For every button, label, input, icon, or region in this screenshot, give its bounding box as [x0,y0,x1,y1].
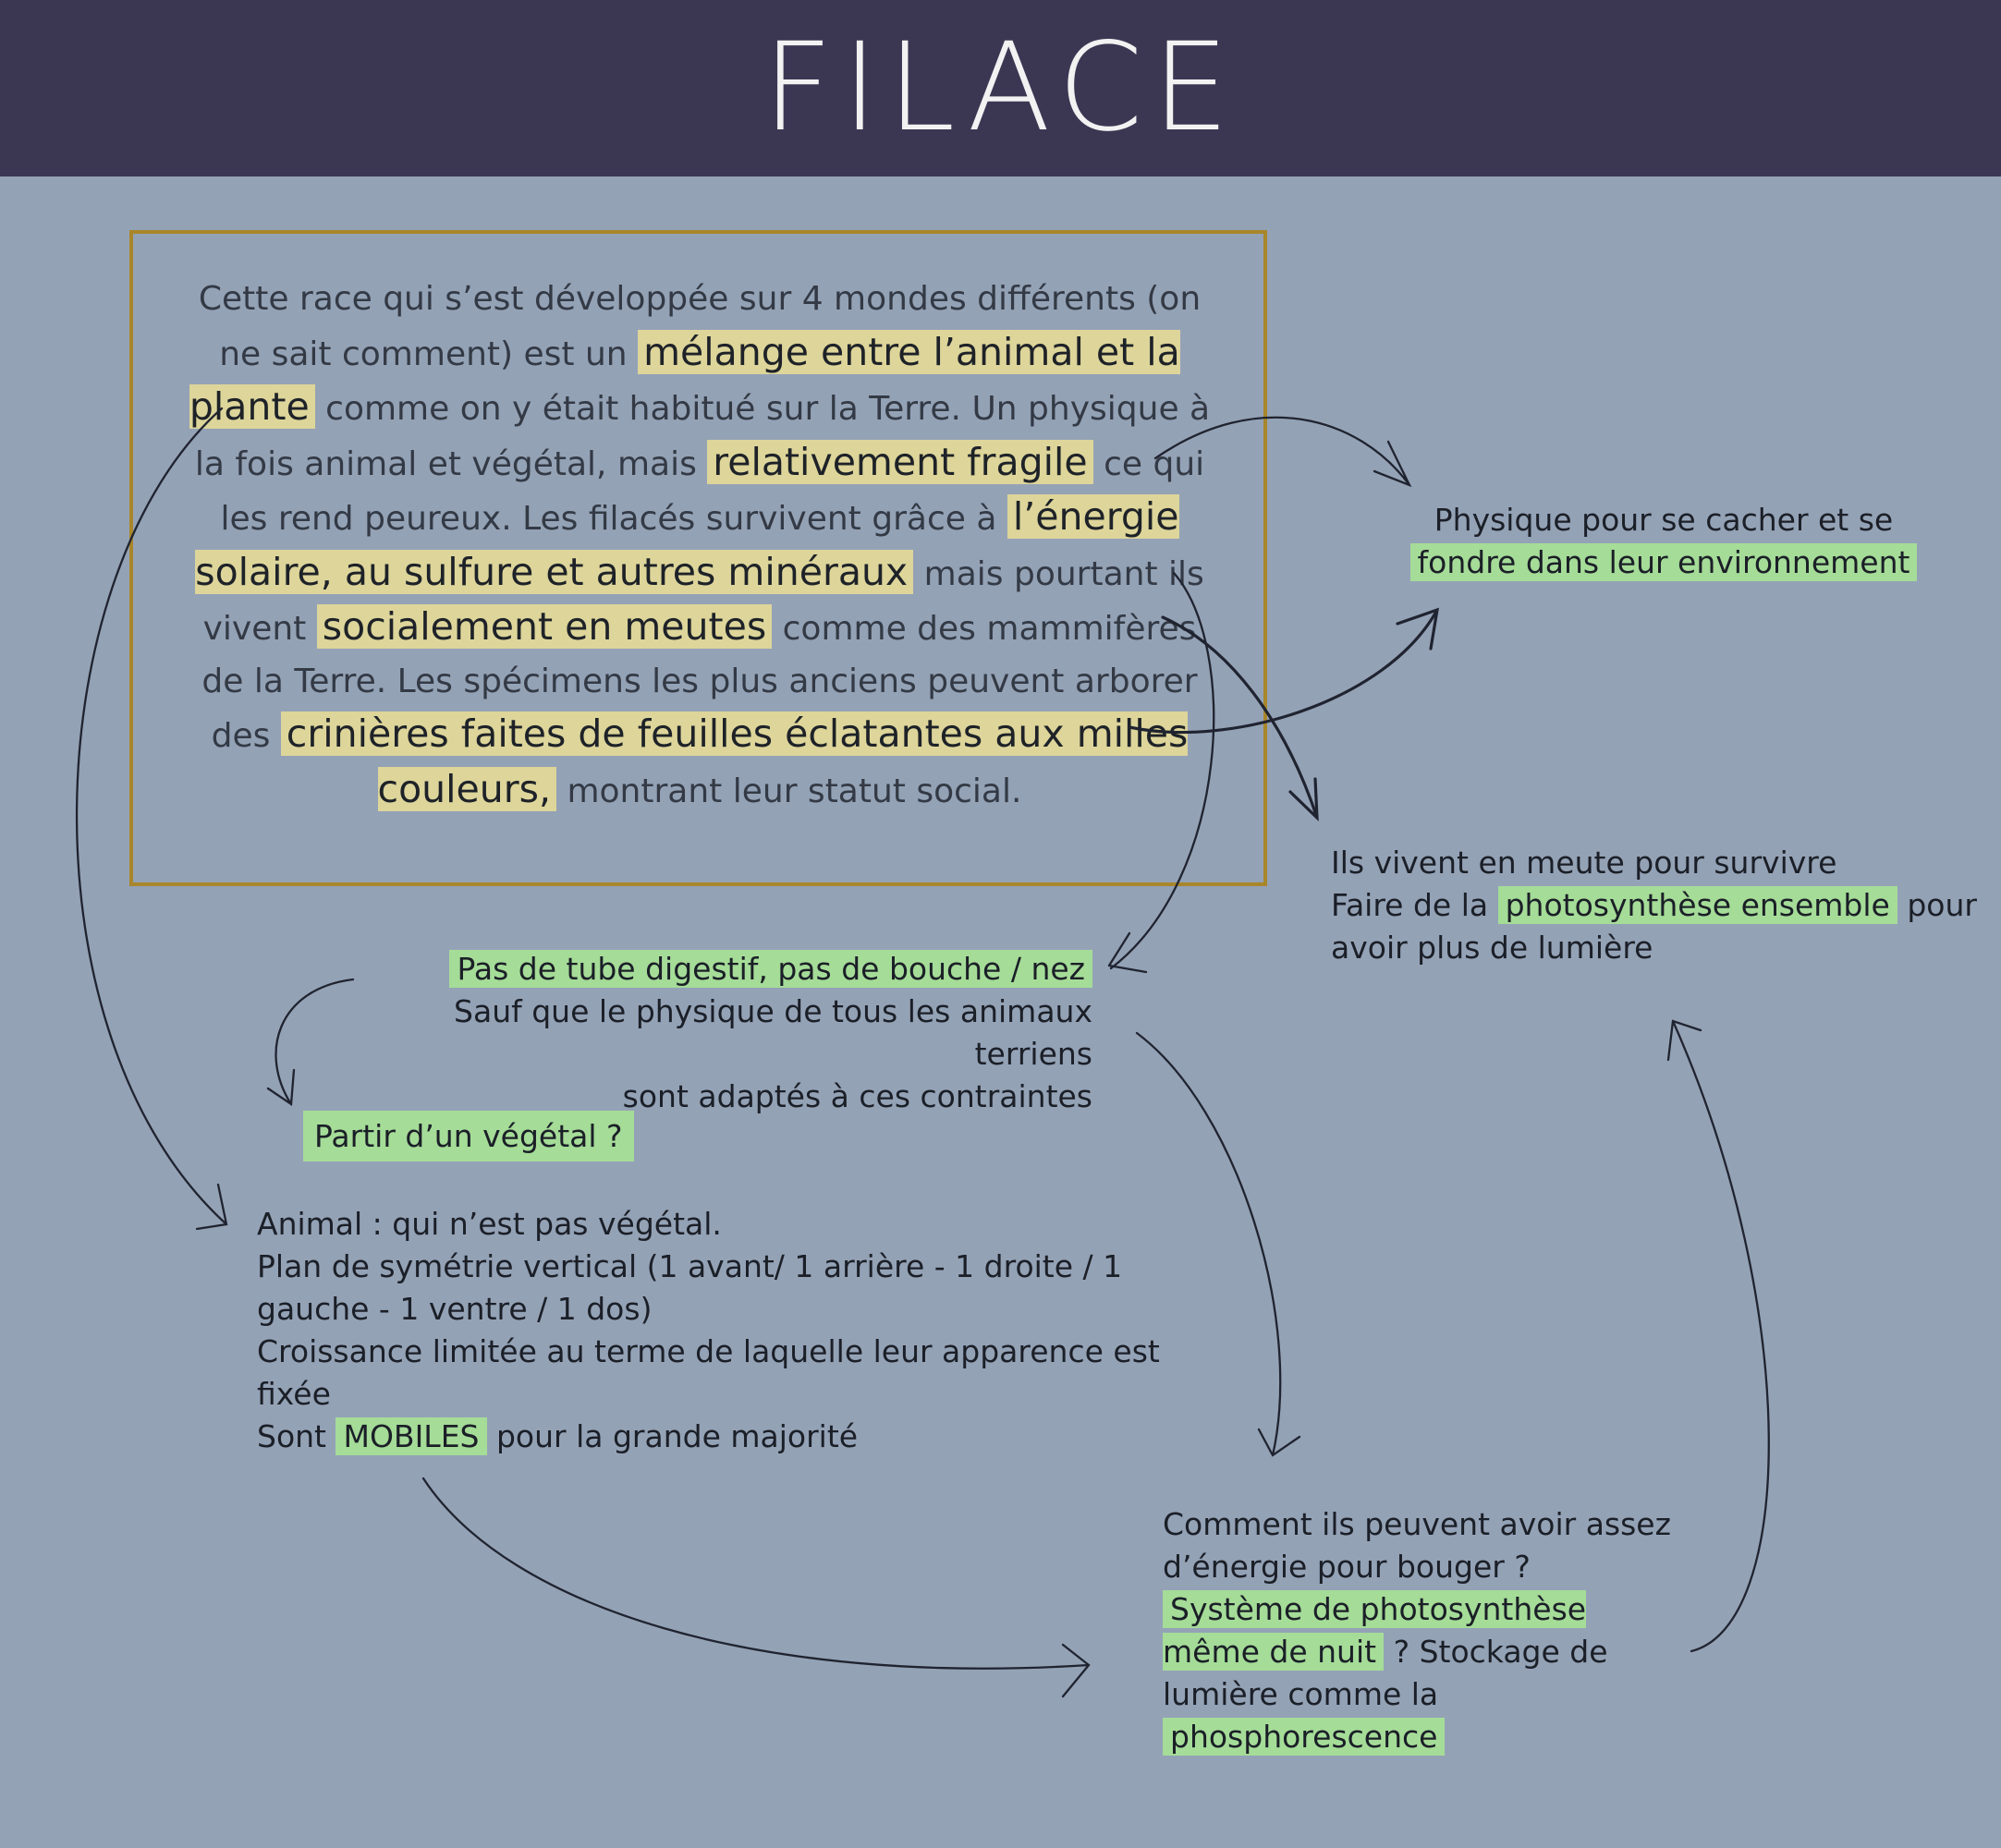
digestive-line-3: sont adaptés à ces contraintes [622,1078,1092,1114]
intro-text-2: comme on y était habitué sur la Terre. U… [194,390,1211,483]
intro-text-6: montrant leur statut social. [556,772,1022,810]
note-camouflage: Physique pour se cacher et se fondre dan… [1405,499,1922,584]
note-digestive: Pas de tube digestif, pas de bouche / ne… [342,948,1092,1118]
pack-pre: Faire de la [1331,887,1498,923]
camouflage-highlight: fondre dans leur environnement [1409,543,1918,581]
energy-mid: ? Stockage de lumière comme la [1163,1634,1608,1712]
animal-line-2: Plan de symétrie vertical (1 avant/ 1 ar… [257,1248,1123,1327]
energy-highlight-2: phosphorescence [1163,1718,1446,1756]
pack-post: pour avoir plus de lumière [1331,887,1977,966]
intro-text-5: comme des mammifères de la Terre. Les sp… [201,610,1198,755]
pack-highlight: photosynthèse ensemble [1497,886,1897,924]
note-pack: Ils vivent en meute pour survivre Faire … [1331,842,1978,969]
highlight-social-packs: socialement en meutes [316,604,773,649]
title-banner [0,0,2001,176]
arrow-energy-to-pack [1666,1019,1770,1653]
animal-line-3: Croissance limitée au terme de laquelle … [257,1333,1160,1412]
arrow-mobiles-to-energy [421,1477,1091,1698]
intro-paragraph: Cette race qui s’est développée sur 4 mo… [177,274,1222,818]
note-animal: Animal : qui n’est pas végétal. Plan de … [257,1203,1200,1458]
energy-line-1: Comment ils peuvent avoir assez d’énergi… [1163,1506,1671,1585]
animal-line-1: Animal : qui n’est pas végétal. [257,1206,722,1242]
note-vegetal: Partir d’un végétal ? [303,1111,634,1161]
mobiles-highlight: MOBILES [336,1417,487,1455]
digestive-line-2: Sauf que le physique de tous les animaux… [454,993,1092,1072]
highlight-fragile: relativement fragile [707,439,1093,484]
note-energy: Comment ils peuvent avoir assez d’énergi… [1163,1503,1680,1758]
vegetal-highlight: Partir d’un végétal ? [303,1111,634,1161]
pack-line: Ils vivent en meute pour survivre [1331,845,1837,881]
animal-post-4: pour la grande majorité [486,1418,859,1454]
page-title: FILACE [763,17,1238,159]
digestive-highlight: Pas de tube digestif, pas de bouche / ne… [449,950,1092,988]
camouflage-line: Physique pour se cacher et se [1434,502,1894,538]
intro-text-3: ce qui les rend peureux. Les filacés sur… [220,444,1205,539]
arrow-digestive-to-vegetal [266,978,355,1107]
intro-text-1: Cette race qui s’est développée sur 4 mo… [198,280,1202,373]
animal-pre-4: Sont [257,1418,336,1454]
